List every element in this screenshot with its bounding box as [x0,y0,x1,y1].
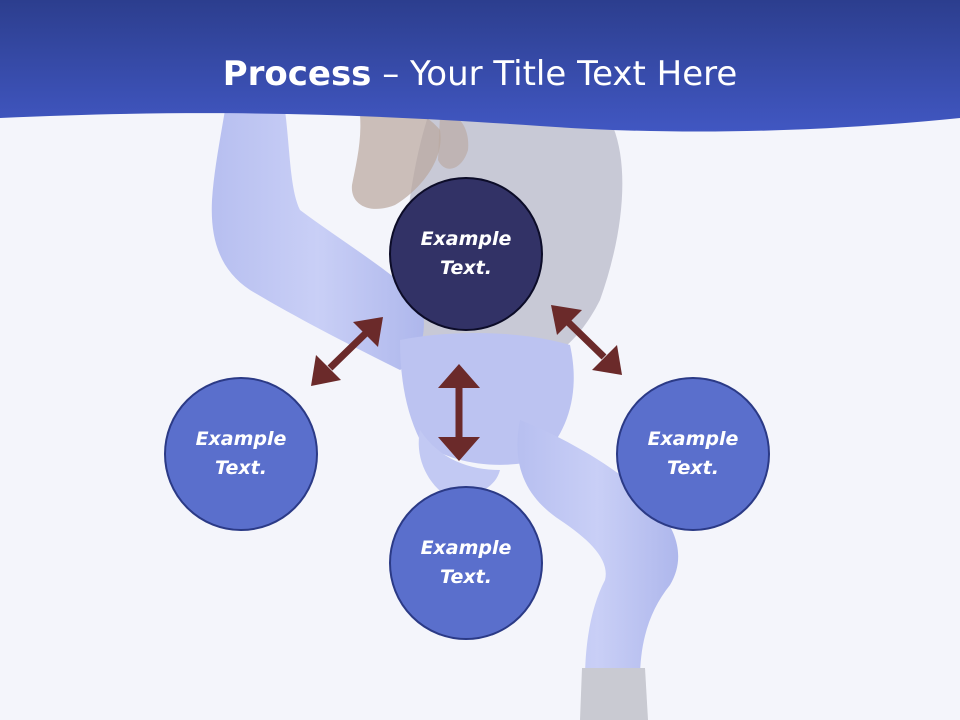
title-bold-part: Process [222,54,372,94]
right-node[interactable]: Example Text. [616,377,770,531]
left-node-label: Example Text. [195,428,287,479]
header-band [0,0,960,132]
center-node[interactable]: Example Text. [389,177,543,331]
center-node-label: Example Text. [420,228,512,279]
bottom-node[interactable]: Example Text. [389,486,543,640]
right-node-label: Example Text. [647,428,739,479]
slide-title: Process – Your Title Text Here [0,52,960,96]
arrow-center-bottom [438,364,480,461]
left-node[interactable]: Example Text. [164,377,318,531]
bottom-node-label: Example Text. [420,537,512,588]
title-rest-part: – Your Title Text Here [371,54,738,94]
arrow-center-right [551,305,622,375]
arrow-center-left [311,317,383,386]
